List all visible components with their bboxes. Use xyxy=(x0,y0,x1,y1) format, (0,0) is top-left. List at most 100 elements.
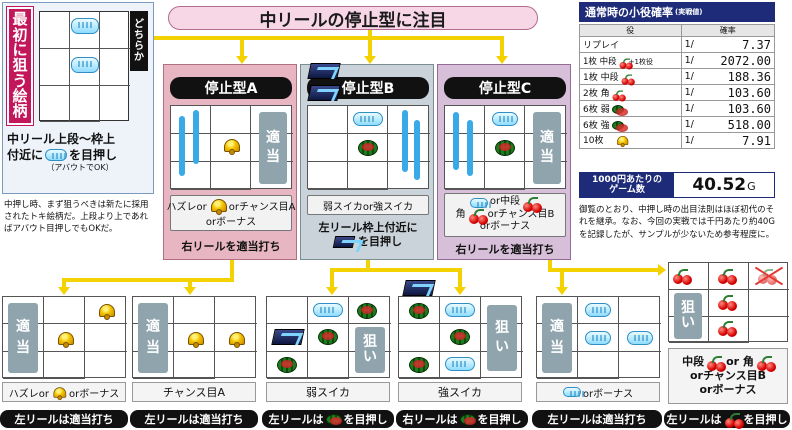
watermelon-icon xyxy=(459,413,476,425)
toki-symbol-icon xyxy=(445,357,475,371)
arrow-line xyxy=(458,268,462,288)
table-row: 2枚 角 1/ 103.60 xyxy=(579,84,776,102)
cherry-icon xyxy=(706,355,727,372)
first-target-desc: 中押し時、まず狙うべきは新たに採用されたトキ絵柄だ。上段より上であればアバウト目… xyxy=(4,200,149,234)
pattern-c-panel: 停止型C 適 当 or中段 角 orチャンス目B orボーナス 右リールを適当打… xyxy=(437,64,571,260)
watermelon-icon xyxy=(409,357,429,373)
arrow-line xyxy=(560,268,564,288)
bell-icon xyxy=(209,198,227,215)
col-prob: 確率 xyxy=(680,24,776,37)
replay-icon xyxy=(627,331,653,345)
toki-symbol-icon xyxy=(353,112,383,126)
arrow-line xyxy=(330,268,460,272)
cherry-icon xyxy=(717,321,739,337)
cherry-icon xyxy=(672,269,694,285)
arrow-line xyxy=(548,260,552,272)
page-title: 中リールの停止型に注目 xyxy=(259,10,447,31)
arrow-head xyxy=(58,287,70,295)
arrow-line xyxy=(240,36,244,58)
case-5-label: orボーナス xyxy=(536,382,660,402)
watermelon-icon xyxy=(277,357,297,373)
arrow-line xyxy=(62,278,190,282)
watermelon-icon xyxy=(495,140,515,156)
tag-random: 適 当 xyxy=(259,112,287,184)
case-5-panel: 適 当 orボーナス xyxy=(536,296,661,408)
bell-icon xyxy=(186,331,204,348)
cherry-icon xyxy=(618,57,633,70)
first-target-panel: 最 初 に 狙 う 絵 柄 ど ち ら か 中リール上段～枠上 付近に を目押し… xyxy=(2,2,154,194)
watermelon-icon xyxy=(409,303,429,319)
toki-symbol-icon xyxy=(313,303,343,317)
case-2-grid: 適 当 xyxy=(132,296,257,379)
watermelon-icon xyxy=(325,413,342,425)
case-6-panel: 狙 い 中段 or 角 orチャンス目B orボーナス xyxy=(668,262,790,408)
seven-symbol-icon xyxy=(332,236,356,249)
arrow-line xyxy=(368,30,372,58)
arrow-head xyxy=(364,56,376,64)
probability-table: 役 確率 リプレイ 1/ 7.37 1枚 中段+1枚役 1/ 2072.00 1… xyxy=(579,24,776,149)
tag-target: 狙 い xyxy=(674,293,702,339)
case-3-instruction: 左リールは を目押し xyxy=(262,410,394,428)
cherry-icon xyxy=(717,269,739,285)
toki-symbol-icon xyxy=(71,18,99,34)
pattern-c-result: or中段 角 orチャンス目B orボーナス xyxy=(444,193,566,237)
probability-desc: 御覧のとおり、中押し時の出目法則はほぼ初代のそれを継承。なお、今回の実戦では千円… xyxy=(579,205,775,240)
watermelon-icon xyxy=(450,329,470,345)
pattern-a-instruction: 右リールを適当打ち xyxy=(181,240,281,253)
arrow-line xyxy=(188,278,234,282)
pattern-a-result: ハズレor orチャンス目A orボーナス xyxy=(167,195,296,231)
seven-symbol-icon xyxy=(307,63,341,79)
col-role: 役 xyxy=(579,24,682,37)
case-1-instruction: 左リールは適当打ち xyxy=(0,410,128,428)
cherry-icon xyxy=(620,74,635,86)
bell-icon xyxy=(56,331,74,348)
arrow-head xyxy=(326,287,338,295)
tag-random: 適 当 xyxy=(533,112,561,184)
watermelon-icon xyxy=(318,329,338,345)
target-caption: 中リール上段～枠上 付近に を目押し （アバウトでOK） xyxy=(7,132,118,173)
replay-icon xyxy=(585,331,611,345)
tag-random: 適 当 xyxy=(138,303,168,373)
case-2-panel: 適 当 チャンス目A xyxy=(132,296,257,408)
seven-symbol-icon xyxy=(307,85,341,101)
pattern-b-instruction: 左リール枠上付近に を目押し xyxy=(318,221,418,249)
pattern-c-title: 停止型C xyxy=(444,77,566,99)
either-label: ど ち ら か xyxy=(130,11,148,71)
arrow-head xyxy=(496,56,508,64)
arrow-head xyxy=(658,264,666,276)
arrow-head xyxy=(236,56,248,64)
cherry-icon xyxy=(717,295,739,311)
arrow-line xyxy=(188,278,192,288)
probability-panel: 通常時の小役確率 (実戦値) 役 確率 リプレイ 1/ 7.37 1枚 中段+1… xyxy=(579,2,776,168)
blue-line-icon xyxy=(402,110,408,172)
blue-line-icon xyxy=(414,120,420,180)
bell-icon xyxy=(97,303,115,320)
pattern-c-grid: 適 当 xyxy=(444,105,567,190)
cherry-icon xyxy=(724,413,744,429)
case-3-grid: 狙 い xyxy=(266,296,391,379)
watermelon-icon xyxy=(611,105,628,116)
table-row: 1枚 中段 1/ 188.36 xyxy=(579,68,776,86)
toki-symbol-icon xyxy=(71,57,99,73)
table-row: 10枚 1/ 7.91 xyxy=(579,132,776,149)
case-4-panel: 狙 い 強スイカ xyxy=(398,296,523,408)
case-1-label: ハズレor orボーナス xyxy=(2,382,126,402)
case-2-instruction: 左リールは適当打ち xyxy=(130,410,258,428)
arrow-head xyxy=(556,287,568,295)
arrow-line xyxy=(366,260,370,270)
replay-icon xyxy=(585,303,611,317)
arrow-line xyxy=(330,268,334,288)
case-1-grid: 適 当 xyxy=(2,296,127,379)
pattern-a-grid: 適 当 xyxy=(170,105,293,190)
cherry-icon xyxy=(522,196,543,213)
tag-target: 狙 い xyxy=(355,327,385,373)
cherry-icon xyxy=(611,90,626,102)
blue-line-icon xyxy=(179,116,185,176)
case-6-grid: 狙 い xyxy=(668,262,789,343)
case-2-label: チャンス目A xyxy=(132,382,256,402)
table-row: 1枚 中段+1枚役 1/ 2072.00 xyxy=(579,52,776,70)
table-row: 6枚 強 1/ 518.00 xyxy=(579,116,776,133)
replay-icon xyxy=(562,387,586,397)
case-5-grid: 適 当 xyxy=(536,296,661,379)
seven-symbol-icon xyxy=(271,329,305,345)
